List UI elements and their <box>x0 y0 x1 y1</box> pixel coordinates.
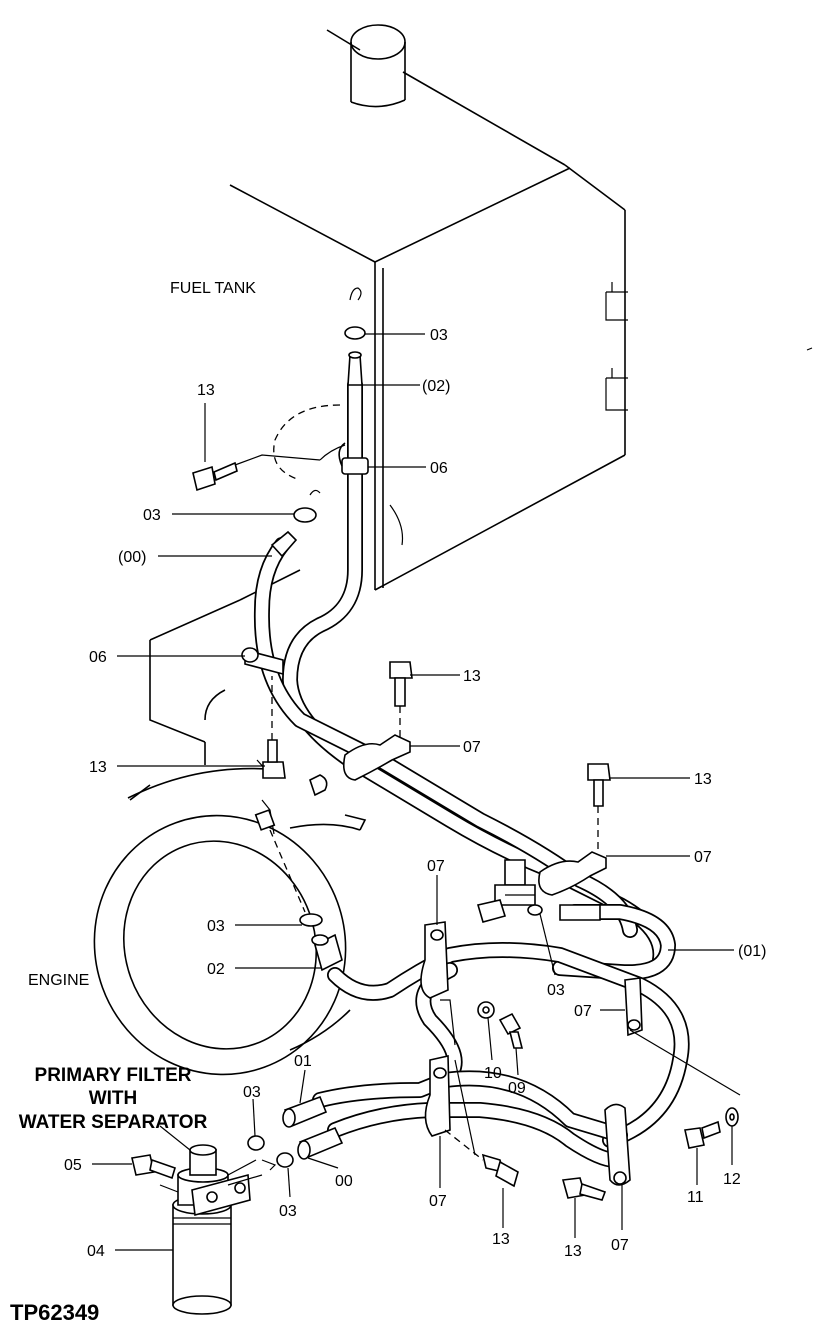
leader-lines <box>92 333 734 1251</box>
fuel-hoses <box>253 377 690 1168</box>
primary-filter <box>131 1144 263 1315</box>
drawing-code: TP62349 <box>10 1300 99 1325</box>
callout-07-bottom-b: 07 <box>611 1237 629 1254</box>
callout-13-tank: 13 <box>197 382 215 399</box>
callout-09: 09 <box>508 1080 526 1097</box>
callout-07-center: 07 <box>427 858 445 875</box>
callout-04: 04 <box>87 1243 105 1260</box>
callout-07-lower-right: 07 <box>574 1003 592 1020</box>
callout-01-paren: (01) <box>738 943 766 960</box>
callout-03-filter-a: 03 <box>243 1084 261 1101</box>
callout-02-paren: (02) <box>422 378 450 395</box>
bolt-11 <box>684 1120 721 1149</box>
bolt-13-bottom-a <box>444 1129 519 1188</box>
fuel-tank-label: FUEL TANK <box>170 280 256 297</box>
callout-13-right: 13 <box>694 771 712 788</box>
engine: ENGINE <box>28 569 367 1076</box>
callout-05: 05 <box>64 1157 82 1174</box>
callout-13-leftmid: 13 <box>89 759 107 776</box>
fuel-tank: FUEL TANK <box>170 24 813 591</box>
callout-00-paren: (00) <box>118 549 146 566</box>
bolt-13-tank <box>192 444 346 492</box>
bolt-13-mid <box>389 661 413 742</box>
bolt-13-right <box>587 763 611 852</box>
callout-13-bottom-a: 13 <box>492 1231 510 1248</box>
bolt-13-leftmid <box>262 676 286 779</box>
primary-filter-title-line3: WATER SEPARATOR <box>19 1112 208 1133</box>
callout-07-mid: 07 <box>463 739 481 756</box>
primary-filter-title: PRIMARY FILTER WITH WATER SEPARATOR <box>19 1065 208 1133</box>
fittings <box>192 287 741 1201</box>
primary-filter-title-line2: WITH <box>89 1088 138 1109</box>
callout-10: 10 <box>484 1065 502 1082</box>
callout-03-engine: 03 <box>207 918 225 935</box>
engine-label: ENGINE <box>28 972 89 989</box>
fuel-tank-cap <box>350 24 406 108</box>
callout-02-engine: 02 <box>207 961 225 978</box>
callout-11: 11 <box>687 1189 704 1206</box>
callout-13-bottom-b: 13 <box>564 1243 582 1260</box>
callout-03-top: 03 <box>430 327 448 344</box>
callout-12: 12 <box>723 1171 741 1188</box>
washer-12 <box>725 1107 739 1127</box>
primary-filter-title-line1: PRIMARY FILTER <box>35 1065 192 1086</box>
callout-03-left: 03 <box>143 507 161 524</box>
callout-labels: 03 (02) 13 06 03 (00) 06 13 07 13 13 07 … <box>64 327 766 1260</box>
callout-03-valve: 03 <box>547 982 565 999</box>
bolt-13-bottom-b <box>561 1177 607 1201</box>
callout-01-lower: 01 <box>294 1053 312 1070</box>
callout-00-lower: 00 <box>335 1173 353 1190</box>
callout-03-filter-b: 03 <box>279 1203 297 1220</box>
callout-07-right: 07 <box>694 849 712 866</box>
callout-07-bottom-a: 07 <box>429 1193 447 1210</box>
callout-06-mid: 06 <box>89 649 107 666</box>
callout-13-mid: 13 <box>463 668 481 685</box>
fuel-valve-block <box>476 859 601 923</box>
callout-06-upper: 06 <box>430 460 448 477</box>
